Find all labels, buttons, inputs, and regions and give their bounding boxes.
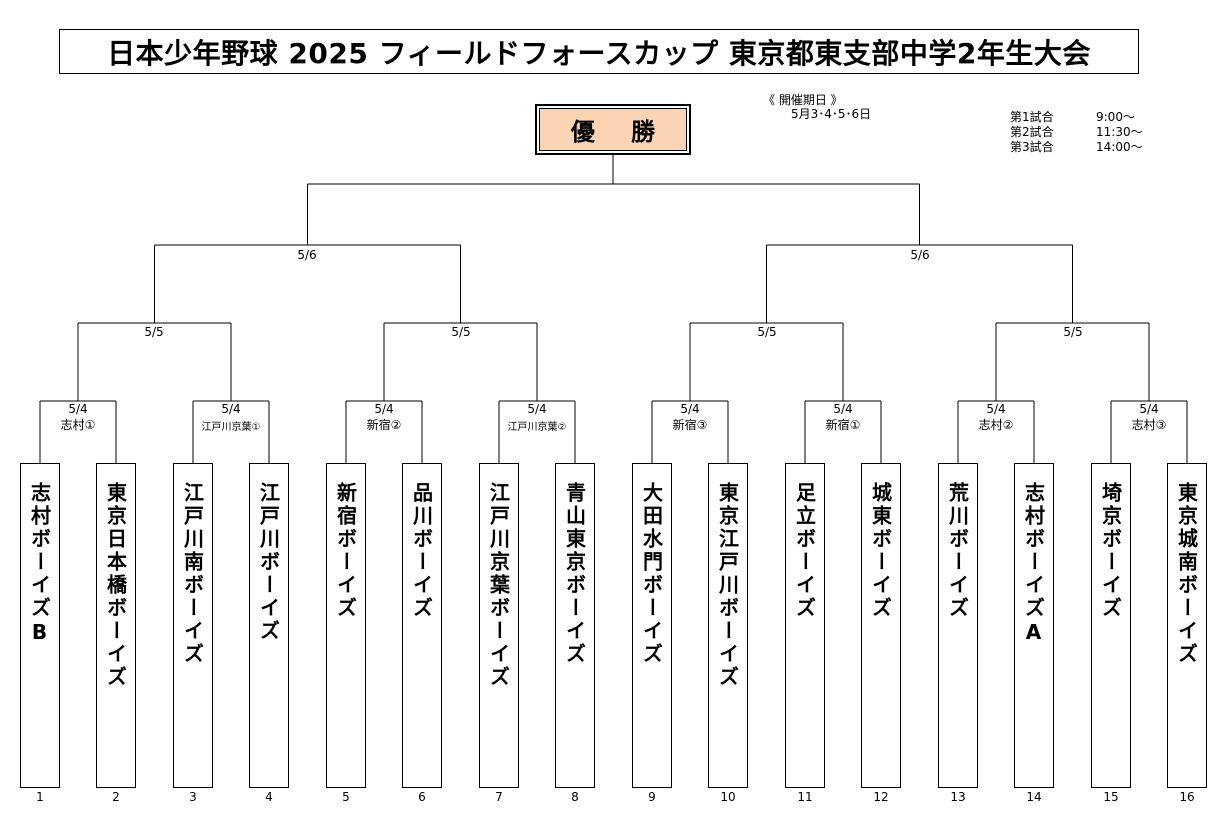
seed-number: 13: [950, 790, 966, 804]
team-box-16: 東京城南ボーイズ: [1167, 463, 1207, 788]
round1-date-5: 5/4: [680, 402, 700, 416]
team-box-12: 城東ボーイズ: [861, 463, 901, 788]
seed-number: 4: [265, 790, 273, 804]
round1-venue-7: 志村②: [978, 418, 1014, 432]
quarterfinal-date-3: 5/5: [757, 325, 777, 339]
period-label: 《 開催期日 》: [763, 93, 843, 107]
seed-number: 11: [797, 790, 813, 804]
round1-venue-1: 志村①: [60, 418, 96, 432]
team-name: 品川ボーイズ: [409, 482, 434, 620]
round1-venue-8: 志村③: [1131, 418, 1167, 432]
team-box-3: 江戸川南ボーイズ: [173, 463, 213, 788]
team-box-13: 荒川ボーイズ: [938, 463, 978, 788]
team-name: 埼京ボーイズ: [1098, 482, 1123, 620]
tournament-title: 日本少年野球 2025 フィールドフォースカップ 東京都東支部中学2年生大会: [59, 29, 1139, 74]
team-name: 大田水門ボーイズ: [639, 482, 664, 666]
team-name: 江戸川京葉ボーイズ: [486, 482, 511, 689]
round1-venue-3: 新宿②: [366, 418, 402, 432]
round1-venue-2: 江戸川京葉①: [201, 422, 261, 433]
round1-date-4: 5/4: [527, 402, 547, 416]
team-box-7: 江戸川京葉ボーイズ: [479, 463, 519, 788]
round1-date-2: 5/4: [221, 402, 241, 416]
seed-number: 1: [36, 790, 44, 804]
round1-venue-6: 新宿①: [825, 418, 861, 432]
team-box-14: 志村ボーイズA: [1014, 463, 1054, 788]
team-name: 東京城南ボーイズ: [1174, 482, 1199, 666]
team-box-11: 足立ボーイズ: [785, 463, 825, 788]
team-box-9: 大田水門ボーイズ: [632, 463, 672, 788]
seed-number: 3: [189, 790, 197, 804]
schedule-game-2-time: 11:30～: [1096, 125, 1143, 139]
team-name: 荒川ボーイズ: [945, 482, 970, 620]
team-box-1: 志村ボーイズB: [20, 463, 60, 788]
team-box-15: 埼京ボーイズ: [1091, 463, 1131, 788]
schedule-game-3-time: 14:00～: [1096, 140, 1143, 154]
round1-date-7: 5/4: [986, 402, 1006, 416]
semifinal-date-right: 5/6: [910, 248, 930, 262]
seed-number: 5: [342, 790, 350, 804]
team-box-2: 東京日本橋ボーイズ: [96, 463, 136, 788]
team-name: 江戸川ボーイズ: [256, 482, 281, 643]
round1-date-1: 5/4: [68, 402, 88, 416]
team-box-5: 新宿ボーイズ: [326, 463, 366, 788]
quarterfinal-date-1: 5/5: [144, 325, 164, 339]
schedule-game-2-label: 第2試合: [1010, 125, 1054, 139]
round1-date-3: 5/4: [374, 402, 394, 416]
seed-number: 15: [1103, 790, 1119, 804]
team-name: 江戸川南ボーイズ: [180, 482, 205, 666]
team-name: 新宿ボーイズ: [333, 482, 358, 620]
team-name: 足立ボーイズ: [792, 482, 817, 620]
champion-box: 優 勝: [535, 104, 691, 155]
team-name: 志村ボーイズA: [1021, 482, 1046, 647]
schedule-game-3-label: 第3試合: [1010, 140, 1054, 154]
seed-number: 10: [720, 790, 736, 804]
team-box-10: 東京江戸川ボーイズ: [708, 463, 748, 788]
team-name: 志村ボーイズB: [27, 482, 52, 647]
round1-date-6: 5/4: [833, 402, 853, 416]
team-name: 青山東京ボーイズ: [562, 482, 587, 666]
team-box-4: 江戸川ボーイズ: [249, 463, 289, 788]
seed-number: 12: [873, 790, 889, 804]
round1-date-8: 5/4: [1139, 402, 1159, 416]
period-dates: 5月3･4･5･6日: [791, 107, 872, 121]
seed-number: 2: [112, 790, 120, 804]
team-name: 東京日本橋ボーイズ: [103, 482, 128, 689]
seed-number: 7: [495, 790, 503, 804]
round1-venue-5: 新宿③: [672, 418, 708, 432]
quarterfinal-date-2: 5/5: [451, 325, 471, 339]
round1-venue-4: 江戸川京葉②: [507, 422, 567, 433]
seed-number: 8: [571, 790, 579, 804]
team-name: 東京江戸川ボーイズ: [715, 482, 740, 689]
quarterfinal-date-4: 5/5: [1063, 325, 1083, 339]
seed-number: 6: [418, 790, 426, 804]
seed-number: 16: [1179, 790, 1195, 804]
champion-label: 優 勝: [539, 108, 687, 151]
team-box-8: 青山東京ボーイズ: [555, 463, 595, 788]
schedule-game-1-time: 9:00～: [1096, 110, 1135, 124]
semifinal-date-left: 5/6: [297, 248, 317, 262]
schedule-game-1-label: 第1試合: [1010, 110, 1054, 124]
team-name: 城東ボーイズ: [868, 482, 893, 620]
seed-number: 14: [1026, 790, 1042, 804]
seed-number: 9: [648, 790, 656, 804]
team-box-6: 品川ボーイズ: [402, 463, 442, 788]
